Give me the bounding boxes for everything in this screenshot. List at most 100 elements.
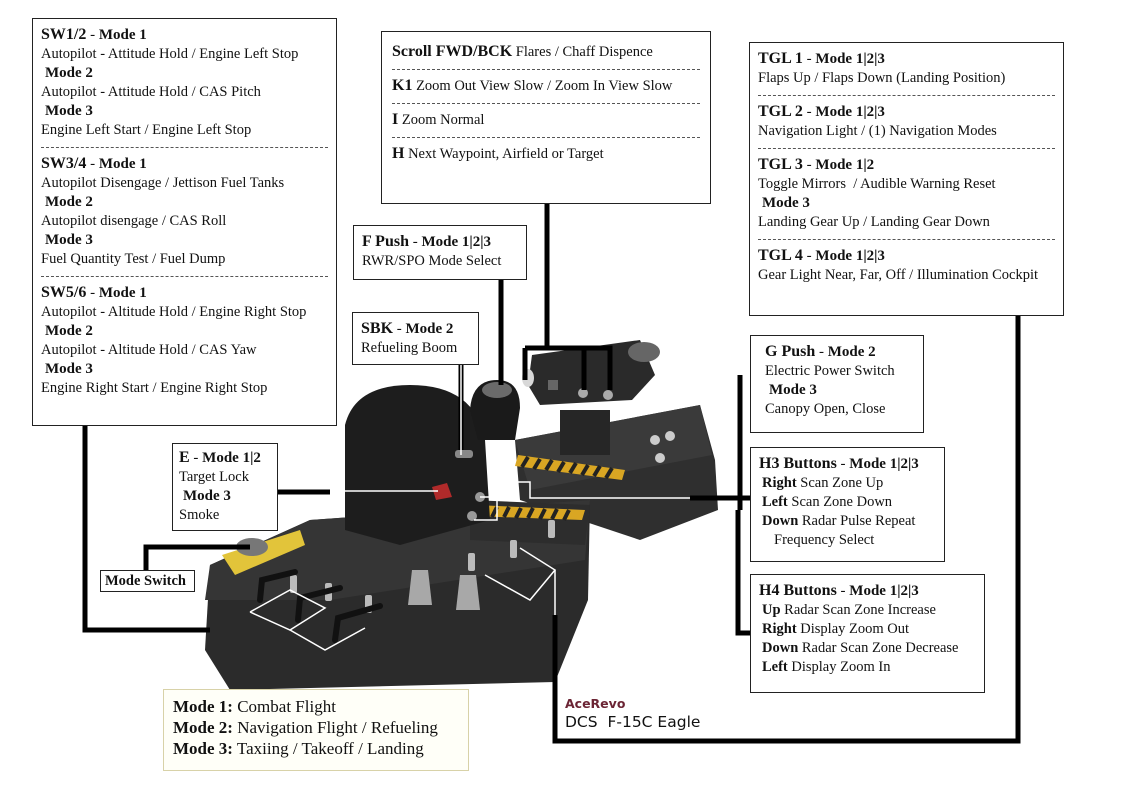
sw12-section: SW1/2 - Mode 1 Autopilot - Attitude Hold…	[41, 25, 328, 140]
sbk-action: Refueling Boom	[361, 340, 458, 356]
h4-down-dir: Down	[762, 640, 799, 656]
h3-left: Left Scan Zone Down	[759, 493, 936, 512]
e-label: E	[179, 449, 190, 466]
legend-desc: Navigation Flight / Refueling	[237, 718, 438, 737]
legend-desc: Taxiing / Takeoff / Landing	[236, 739, 424, 758]
sw34-mode2-action: Autopilot disengage / CAS Roll	[41, 213, 227, 229]
legend-mode: Mode 1:	[173, 697, 233, 716]
tgl3-extra-mode: Mode 3	[762, 195, 810, 211]
h4-left: Left Display Zoom In	[759, 658, 976, 677]
h4-buttons-box: H4 Buttons - Mode 1|2|3 Up Radar Scan Zo…	[750, 574, 985, 693]
tgl3-extra-action: Landing Gear Up / Landing Gear Down	[758, 214, 990, 230]
tgl4-action: Gear Light Near, Far, Off / Illumination…	[758, 267, 1039, 283]
g-push-label: G Push	[765, 343, 816, 360]
mode-switch-label: Mode Switch	[100, 570, 195, 592]
e-action1: Target Lock	[179, 469, 249, 485]
sw-switches-box: SW1/2 - Mode 1 Autopilot - Attitude Hold…	[32, 18, 337, 426]
f-push-action: RWR/SPO Mode Select	[362, 253, 502, 269]
h3-mode: Mode 1|2|3	[849, 456, 919, 472]
h4-up: Up Radar Scan Zone Increase	[759, 601, 976, 620]
sw12-mode2-action: Autopilot - Attitude Hold / CAS Pitch	[41, 84, 261, 100]
scroll-action: Flares / Chaff Dispence	[515, 44, 653, 60]
hat-controls-box: Scroll FWD/BCK Flares / Chaff Dispence K…	[381, 31, 711, 204]
sw12-mode3-action: Engine Left Start / Engine Left Stop	[41, 122, 252, 138]
f-push-box: F Push - Mode 1|2|3 RWR/SPO Mode Select	[353, 225, 527, 280]
divider	[758, 239, 1055, 240]
h-item: H Next Waypoint, Airfield or Target	[392, 144, 700, 164]
e-button-box: E - Mode 1|2 Target Lock Mode 3 Smoke	[172, 443, 278, 531]
sw34-mode2: Mode 2	[45, 194, 93, 210]
h3-right-dir: Right	[762, 475, 797, 491]
h-key: H	[392, 145, 405, 162]
g-push-action2: Canopy Open, Close	[765, 401, 886, 417]
sw56-mode1-action: Autopilot - Altitude Hold / Engine Right…	[41, 304, 307, 320]
h4-right: Right Display Zoom Out	[759, 620, 976, 639]
tgl1-action: Flaps Up / Flaps Down (Landing Position)	[758, 70, 1006, 86]
h-action: Next Waypoint, Airfield or Target	[408, 146, 604, 162]
sw12-label: SW1/2	[41, 26, 87, 43]
tgl4-mode: Mode 1|2|3	[815, 248, 885, 264]
h4-right-dir: Right	[762, 621, 797, 637]
divider	[392, 69, 700, 70]
h3-down: Down Radar Pulse Repeat	[759, 512, 936, 531]
h3-down-continuation: Frequency Select	[774, 532, 875, 548]
scroll-key: Scroll FWD/BCK	[392, 43, 513, 60]
e-mode2: Mode 3	[183, 488, 231, 504]
left-throttle-unit	[205, 380, 590, 690]
tgl2-label: TGL 2	[758, 103, 803, 120]
sw56-mode3-action: Engine Right Start / Engine Right Stop	[41, 380, 268, 396]
sw56-mode2-action: Autopilot - Altitude Hold / CAS Yaw	[41, 342, 257, 358]
g-push-action1: Electric Power Switch	[765, 363, 895, 379]
toggle-switches-box: TGL 1 - Mode 1|2|3 Flaps Up / Flaps Down…	[749, 42, 1064, 316]
legend-item: Mode 2: Navigation Flight / Refueling	[173, 717, 459, 738]
h4-up-dir: Up	[762, 602, 781, 618]
h4-up-action: Radar Scan Zone Increase	[784, 602, 936, 618]
tgl2-mode: Mode 1|2|3	[815, 104, 885, 120]
k1-action: Zoom Out View Slow / Zoom In View Slow	[416, 78, 673, 94]
brand-title: DCS F-15C Eagle	[565, 713, 701, 731]
sbk-mode: Mode 2	[405, 321, 454, 337]
tgl1-mode: Mode 1|2|3	[815, 51, 885, 67]
sw34-section: SW3/4 - Mode 1 Autopilot Disengage / Jet…	[41, 154, 328, 269]
i-action: Zoom Normal	[401, 112, 485, 128]
sw56-label: SW5/6	[41, 284, 87, 301]
i-item: I Zoom Normal	[392, 110, 700, 130]
sw12-mode1: Mode 1	[98, 27, 147, 43]
sw34-mode1: Mode 1	[98, 156, 147, 172]
i-key: I	[392, 111, 399, 128]
sw34-mode1-action: Autopilot Disengage / Jettison Fuel Tank…	[41, 175, 285, 191]
h4-down: Down Radar Scan Zone Decrease	[759, 639, 976, 658]
h3-buttons-box: H3 Buttons - Mode 1|2|3 Right Scan Zone …	[750, 447, 945, 562]
h4-left-action: Display Zoom In	[791, 659, 891, 675]
k1-item: K1 Zoom Out View Slow / Zoom In View Slo…	[392, 76, 700, 96]
tgl2-action: Navigation Light / (1) Navigation Modes	[758, 123, 997, 139]
h4-right-action: Display Zoom Out	[800, 621, 910, 637]
divider	[41, 276, 328, 277]
legend-item: Mode 1: Combat Flight	[173, 696, 459, 717]
h4-mode: Mode 1|2|3	[849, 583, 919, 599]
sw34-label: SW3/4	[41, 155, 87, 172]
scroll-item: Scroll FWD/BCK Flares / Chaff Dispence	[392, 42, 700, 62]
sw12-mode1-action: Autopilot - Attitude Hold / Engine Left …	[41, 46, 299, 62]
tgl3-mode: Mode 1|2	[815, 157, 875, 173]
legend-mode: Mode 2:	[173, 718, 233, 737]
sw34-mode3: Mode 3	[45, 232, 93, 248]
tgl3-label: TGL 3	[758, 156, 803, 173]
sw56-section: SW5/6 - Mode 1 Autopilot - Altitude Hold…	[41, 283, 328, 398]
sbk-box: SBK - Mode 2 Refueling Boom	[352, 312, 479, 365]
divider	[392, 137, 700, 138]
h4-left-dir: Left	[762, 659, 788, 675]
sbk-label: SBK	[361, 320, 394, 337]
legend-item: Mode 3: Taxiing / Takeoff / Landing	[173, 738, 459, 759]
mode-switch-text: Mode Switch	[105, 573, 186, 589]
sw12-mode2: Mode 2	[45, 65, 93, 81]
brand-org: AceRevo	[565, 696, 626, 711]
h3-left-dir: Left	[762, 494, 788, 510]
g-push-mode2: Mode 3	[769, 382, 817, 398]
brand-block: AceRevo DCS F-15C Eagle	[565, 696, 700, 731]
divider	[41, 147, 328, 148]
tgl3-action: Toggle Mirrors / Audible Warning Reset	[758, 176, 996, 192]
g-push-box: G Push - Mode 2 Electric Power Switch Mo…	[750, 335, 924, 433]
h3-left-action: Scan Zone Down	[791, 494, 893, 510]
